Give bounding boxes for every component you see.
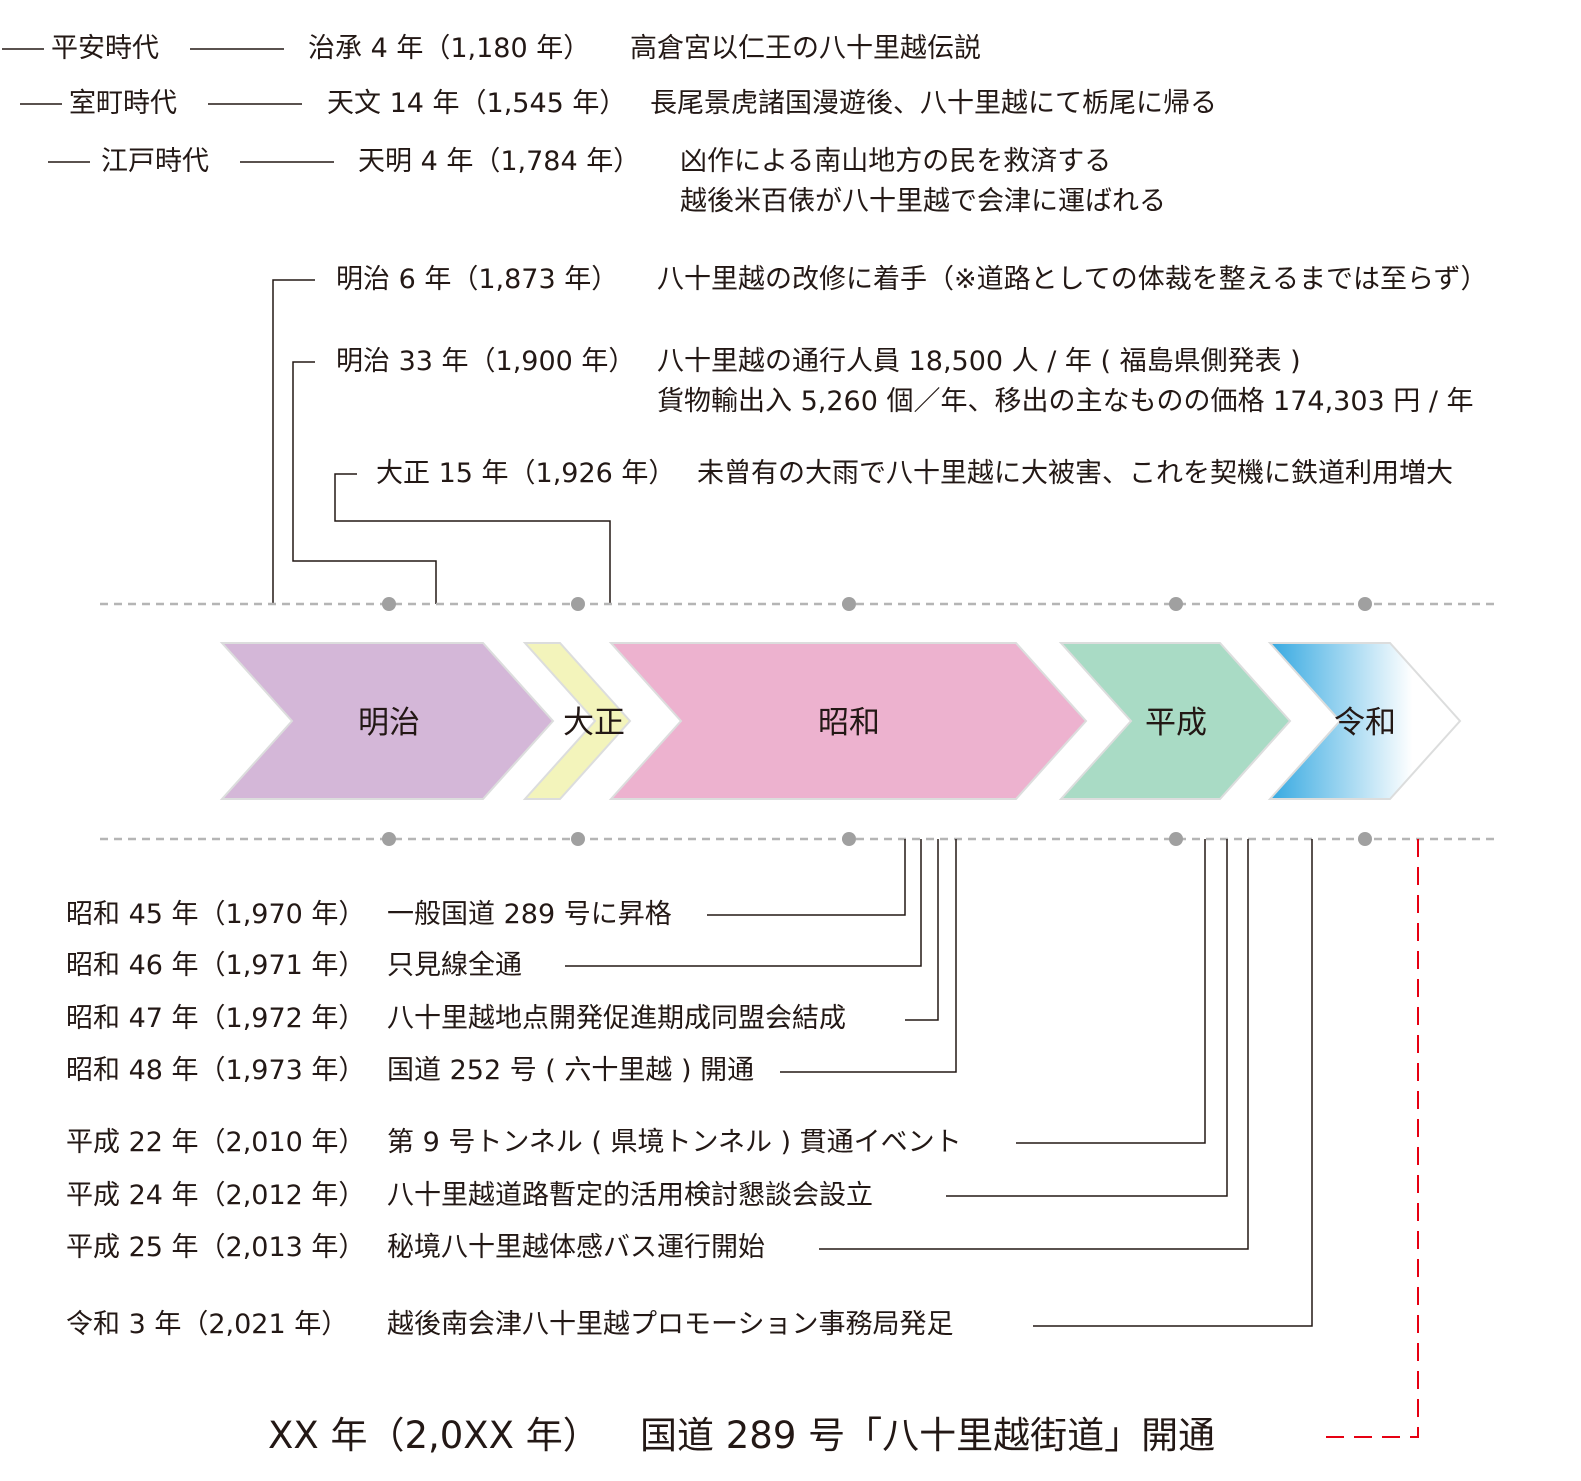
desc-showa47: 八十里越地点開発促進期成同盟会結成 [387,1003,846,1034]
chevron-taisho [522,642,632,800]
date-heisei24: 平成 24 年（2,012 年） [66,1180,366,1211]
desc-showa45: 一般国道 289 号に昇格 [387,899,672,930]
connector-reiwa3 [1033,839,1313,1327]
dot-reiwa-lower [1358,832,1372,846]
connector-showa46 [565,839,922,967]
desc-heisei24: 八十里越道路暫定的活用検討懇談会設立 [387,1180,873,1211]
connector-showa47 [905,839,939,1021]
desc-edo: 凶作による南山地方の民を救済する [680,146,1112,177]
desc-meiji33: 八十里越の通行人員 18,500 人 / 年 ( 福島県側発表 ) [657,346,1301,377]
era-heian: 平安時代 [51,33,159,64]
chevron-heisei [1058,642,1292,800]
era-label-meiji: 明治 [358,705,420,741]
date-meiji6: 明治 6 年（1,873 年） [336,264,619,295]
connector-showa48 [780,839,957,1073]
connector-taisho15 [334,473,611,604]
era-muromachi: 室町時代 [69,88,177,119]
date-heisei25: 平成 25 年（2,013 年） [66,1232,366,1263]
date-future: XX 年（2,0XX 年） [268,1414,600,1457]
dot-taisho-lower [571,832,585,846]
desc-meiji6: 八十里越の改修に着手（※道路としての体裁を整えるまでは至らず） [657,264,1488,295]
connector-heisei22 [1016,839,1206,1144]
dot-reiwa-upper [1358,597,1372,611]
connector-meiji6 [272,279,315,604]
desc-meiji33-2: 貨物輸出入 5,260 個／年、移出の主なものの価格 174,303 円 / 年 [657,386,1474,417]
chevron-meiji [219,642,555,800]
era-label-reiwa: 令和 [1334,705,1396,741]
date-meiji33: 明治 33 年（1,900 年） [336,346,636,377]
desc-heian: 高倉宮以仁王の八十里越伝説 [630,33,981,64]
date-reiwa3: 令和 3 年（2,021 年） [66,1309,349,1340]
connector-heisei25 [819,839,1249,1250]
date-showa48: 昭和 48 年（1,973 年） [66,1055,366,1086]
desc-heisei22: 第 9 号トンネル ( 県境トンネル ) 貫通イベント [387,1127,962,1158]
date-muromachi: 天文 14 年（1,545 年） [327,88,627,119]
dot-showa-lower [842,832,856,846]
date-taisho15: 大正 15 年（1,926 年） [376,458,676,489]
dot-showa-upper [842,597,856,611]
desc-heisei25: 秘境八十里越体感バス運行開始 [387,1232,765,1263]
dot-meiji-lower [382,832,396,846]
date-showa46: 昭和 46 年（1,971 年） [66,950,366,981]
desc-showa48: 国道 252 号 ( 六十里越 ) 開通 [387,1055,755,1086]
chevron-showa [608,642,1088,800]
connector-meiji33 [292,361,437,604]
desc-muromachi: 長尾景虎諸国漫遊後、八十里越にて栃尾に帰る [650,88,1217,119]
era-label-showa: 昭和 [818,705,880,741]
connector-showa45 [707,839,906,916]
era-edo: 江戸時代 [101,146,209,177]
dot-meiji-upper [382,597,396,611]
date-showa45: 昭和 45 年（1,970 年） [66,899,366,930]
desc-edo-2: 越後米百俵が八十里越で会津に運ばれる [680,186,1166,217]
era-label-heisei: 平成 [1145,705,1207,741]
era-label-taisho: 大正 [563,705,625,741]
connector-future [1320,839,1419,1438]
desc-reiwa3: 越後南会津八十里越プロモーション事務局発足 [387,1309,954,1340]
dot-heisei-lower [1169,832,1183,846]
date-heisei22: 平成 22 年（2,010 年） [66,1127,366,1158]
dot-taisho-upper [571,597,585,611]
date-heian: 治承 4 年（1,180 年） [308,33,591,64]
desc-future: 国道 289 号「八十里越街道」開通 [640,1414,1216,1457]
chevron-reiwa [1267,642,1462,800]
date-showa47: 昭和 47 年（1,972 年） [66,1003,366,1034]
dot-heisei-upper [1169,597,1183,611]
desc-taisho15: 未曾有の大雨で八十里越に大被害、これを契機に鉄道利用増大 [697,458,1453,489]
desc-showa46: 只見線全通 [387,950,522,981]
date-edo: 天明 4 年（1,784 年） [358,146,641,177]
connector-heisei24 [946,839,1228,1197]
